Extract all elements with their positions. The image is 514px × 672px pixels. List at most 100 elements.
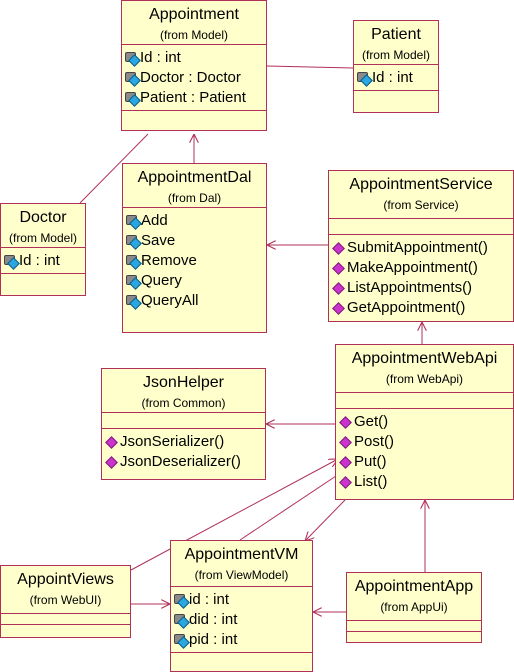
dep-vm-webapi [239,470,345,541]
class-header: Appointment (from Model) [122,1,266,45]
operation-text: List() [354,473,388,490]
attribute-row: Doctor : Doctor [124,68,266,88]
class-header: AppointmentService (from Service) [329,171,513,219]
attribute-text: Id : int [372,69,413,86]
operation-row: Query [125,271,266,291]
class-name: AppointmentWebApi [351,350,498,367]
protected-attribute-icon [124,71,140,85]
class-package: (from Model) [361,48,430,62]
class-appointment-app[interactable]: AppointmentApp (from AppUi) [346,572,482,643]
attribute-row: did : int [173,610,312,630]
operation-row: Save [125,231,266,251]
class-package: (from Dal) [167,191,222,205]
class-name: AppointmentApp [354,578,474,595]
attribute-text: pid : int [189,631,238,648]
class-patient[interactable]: Patient (from Model) Id : int [353,20,439,113]
public-operation-icon [331,241,347,255]
operation-text: MakeAppointment() [347,259,478,276]
attributes-compartment [336,393,513,409]
attribute-row: Id : int [3,251,85,271]
operation-text: Query [141,272,182,289]
operation-text: Post() [354,433,395,450]
dep-webapi-vm [305,499,346,541]
operation-text: ListAppointments() [347,279,473,296]
operation-row: JsonSerializer() [104,432,265,452]
public-operation-icon [331,301,347,315]
protected-operation-icon [125,274,141,288]
class-package: (from WebApi) [385,372,464,386]
attribute-row: Id : int [356,68,438,88]
operation-text: JsonSerializer() [120,433,225,450]
class-json-helper[interactable]: JsonHelper (from Common) JsonSerializer(… [101,368,266,480]
class-appointment-web-api[interactable]: AppointmentWebApi (from WebApi) Get() Po… [335,344,514,500]
public-operation-icon [104,455,120,469]
operations-compartment [1,625,130,630]
class-header: Patient (from Model) [354,21,438,65]
operations-compartment [1,274,85,279]
protected-attribute-icon [124,91,140,105]
operation-row: QueryAll [125,291,266,311]
class-header: Doctor (from Model) [1,204,85,248]
class-appointment[interactable]: Appointment (from Model) Id : int Doctor… [121,0,267,131]
public-operation-icon [331,261,347,275]
operation-text: QueryAll [141,292,199,309]
class-name: AppointmentService [349,176,493,193]
attributes-compartment: Id : int Doctor : Doctor Patient : Patie… [122,45,266,111]
attribute-text: did : int [189,611,238,628]
attributes-compartment: id : int did : int pid : int [171,587,312,653]
class-name: AppointmentVM [184,546,299,563]
attributes-compartment [329,219,513,235]
class-name: Doctor [19,209,67,226]
operation-row: List() [338,472,513,492]
class-name: AppointViews [17,571,114,588]
protected-attribute-icon [124,51,140,65]
class-header: AppointmentApp (from AppUi) [347,573,481,621]
attribute-text: Patient : Patient [140,89,246,106]
operation-row: MakeAppointment() [331,258,513,278]
class-header: JsonHelper (from Common) [102,369,265,413]
protected-attribute-icon [356,71,372,85]
dep-views-webapi [130,459,338,571]
operations-compartment [354,91,438,96]
operation-row: GetAppointment() [331,298,513,318]
protected-operation-icon [125,214,141,228]
class-name: Appointment [149,6,239,23]
operation-row: Post() [338,432,513,452]
assoc-appointment-doctor [79,133,149,204]
operations-compartment [122,111,266,116]
class-header: AppointmentDal (from Dal) [123,164,266,208]
protected-operation-icon [125,294,141,308]
class-package: (from Model) [8,231,77,245]
class-header: AppointmentVM (from ViewModel) [171,541,312,587]
attribute-row: pid : int [173,630,312,650]
class-appointment-vm[interactable]: AppointmentVM (from ViewModel) id : int … [170,540,313,672]
class-header: AppointViews (from WebUI) [1,566,130,614]
class-package: (from Common) [141,396,226,410]
attribute-text: Id : int [140,49,181,66]
operation-row: ListAppointments() [331,278,513,298]
operations-compartment: JsonSerializer() JsonDeserializer() [102,429,265,474]
class-package: (from Model) [159,28,228,42]
public-operation-icon [338,415,354,429]
attribute-row: Id : int [124,48,266,68]
operation-text: Put() [354,453,387,470]
public-operation-icon [338,435,354,449]
class-package: (from Service) [383,198,459,212]
operation-text: Remove [141,252,197,269]
class-appoint-views[interactable]: AppointViews (from WebUI) [0,565,131,638]
protected-attribute-icon [173,593,189,607]
class-doctor[interactable]: Doctor (from Model) Id : int [0,203,86,296]
public-operation-icon [338,455,354,469]
attribute-text: Id : int [19,252,60,269]
operations-compartment [171,653,312,658]
public-operation-icon [104,435,120,449]
class-appointment-service[interactable]: AppointmentService (from Service) Submit… [328,170,514,322]
class-package: (from AppUi) [380,600,448,614]
protected-attribute-icon [173,613,189,627]
class-header: AppointmentWebApi (from WebApi) [336,345,513,393]
operation-row: Remove [125,251,266,271]
operation-text: Save [141,232,176,249]
class-appointment-dal[interactable]: AppointmentDal (from Dal) Add Save Remov… [122,163,267,333]
